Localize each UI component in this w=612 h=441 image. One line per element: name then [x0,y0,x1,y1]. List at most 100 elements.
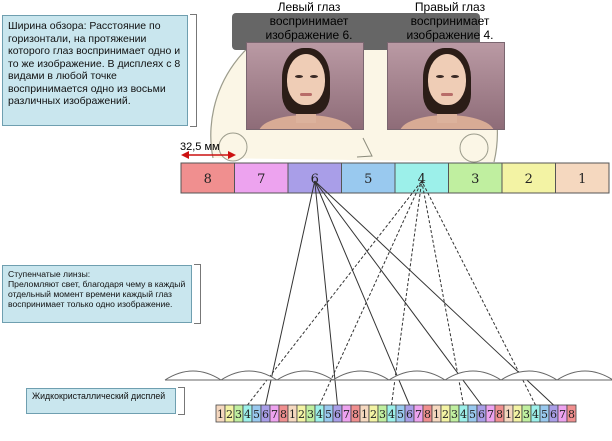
view-number: 2 [525,172,533,187]
lcd-pixel-number: 4 [316,408,323,421]
lcd-pixel-number: 7 [415,408,422,421]
viewing-width-note: Ширина обзора: Расстояние по горизонтали… [2,14,197,127]
view-cell-3 [448,162,503,194]
dimension-arrowhead-left [181,151,189,159]
nose-shape [356,137,373,158]
lens-segment [556,370,612,381]
view-number: 8 [204,172,212,187]
right-eye-label: Правый глаз воспринимает изображение 4. [406,0,494,42]
view-cell-2 [501,162,556,194]
lcd-pixel-number: 2 [298,408,305,421]
lcd-pixel-number: 6 [406,408,413,421]
light-rays [247,180,554,406]
note-bracket [190,14,197,127]
view-number: 4 [418,172,426,187]
lens-segment [500,370,558,381]
lens-segment [276,370,334,381]
lcd-note: Жидкокристаллический дисплей [26,387,185,415]
lcd-pixel-number: 1 [217,408,224,421]
lcd-pixel-number: 5 [253,408,260,421]
view-cell-7 [234,162,289,194]
lenses-note: Ступенчатые линзы: Преломляют свет, благ… [2,264,201,324]
light-ray-view-4 [391,180,423,406]
lcd-pixel-number: 8 [568,408,575,421]
lens-segment [332,370,390,381]
lcd-pixel-number: 7 [271,408,278,421]
light-ray-view-6 [314,180,410,406]
lcd-note-text: Жидкокристаллический дисплей [32,391,166,401]
lcd-pixel-number: 5 [469,408,476,421]
lcd-pixel-number: 4 [460,408,467,421]
lcd-pixel-number: 4 [388,408,395,421]
lcd-pixel-number: 3 [307,408,314,421]
right-ear [459,133,489,163]
lens-segment [444,370,502,381]
lenticular-lenses [164,370,612,381]
lcd-pixel-number: 1 [289,408,296,421]
lcd-pixel-number: 3 [379,408,386,421]
light-ray-view-4 [421,180,464,406]
light-ray-view-4 [319,180,423,406]
lcd-pixel-number: 6 [478,408,485,421]
lcd-pixel-number: 6 [262,408,269,421]
left-ear [218,132,248,162]
lcd-pixel-number: 1 [433,408,440,421]
view-number: 6 [311,172,319,187]
view-strip: 8 7 6 5 4 3 2 1 [180,162,610,194]
light-ray-view-6 [265,180,316,406]
light-ray-view-6 [314,180,338,406]
lens-segment [220,370,278,381]
lcd-pixel-number: 3 [523,408,530,421]
view-number: 5 [364,172,372,187]
lcd-pixel-number: 5 [541,408,548,421]
lcd-pixel-number: 7 [559,408,566,421]
lens-segment [388,370,446,381]
note-bracket [178,387,185,415]
lcd-pixel-number: 6 [334,408,341,421]
lcd-pixel [566,404,577,423]
view-cell-6 [287,162,342,194]
light-ray-view-6 [314,180,482,406]
lcd-pixel-number: 2 [370,408,377,421]
lcd-pixel-number: 6 [550,408,557,421]
lcd-pixel-number: 8 [496,408,503,421]
lcd-pixel-number: 8 [424,408,431,421]
lcd-pixel-number: 5 [325,408,332,421]
view-cell-8 [180,162,235,194]
lcd-pixel-number: 1 [505,408,512,421]
left-eye-label: Левый глаз воспринимает изображение 6. [265,0,353,42]
note-bracket [194,264,201,324]
dimension-label: 32,5 мм [180,141,220,153]
lcd-pixel-number: 3 [451,408,458,421]
lcd-pixel-number: 5 [397,408,404,421]
view-number: 3 [471,172,479,187]
left-view-image [246,42,364,130]
lenses-note-text: Преломляют свет, благодаря чему в каждый… [8,279,186,309]
lcd-pixel-number: 7 [487,408,494,421]
lcd-pixel-number: 2 [226,408,233,421]
view-number: 1 [578,172,586,187]
view-cell-1 [555,162,610,194]
light-ray-view-4 [421,180,536,406]
light-ray-view-4 [247,180,423,406]
lcd-pixel-number: 8 [280,408,287,421]
lcd-pixel-number: 7 [343,408,350,421]
view-number: 7 [257,172,265,187]
lcd-pixel-number: 4 [532,408,539,421]
lcd-pixel-number: 4 [244,408,251,421]
lcd-pixel-number: 1 [361,408,368,421]
right-view-image [387,42,505,130]
lenses-note-title: Ступенчатые линзы: [8,269,91,279]
lcd-pixel-number: 2 [442,408,449,421]
dimension-arrowhead-right [228,151,236,159]
viewing-width-text: Ширина обзора: Расстояние по горизонтали… [8,20,181,107]
lcd-pixel-number: 2 [514,408,521,421]
lens-segment [164,370,222,381]
light-ray-view-6 [314,180,554,406]
hair-shape [232,13,480,50]
lcd-pixel-number: 3 [235,408,242,421]
dimension-marker [181,151,236,159]
lcd-pixel-number: 8 [352,408,359,421]
